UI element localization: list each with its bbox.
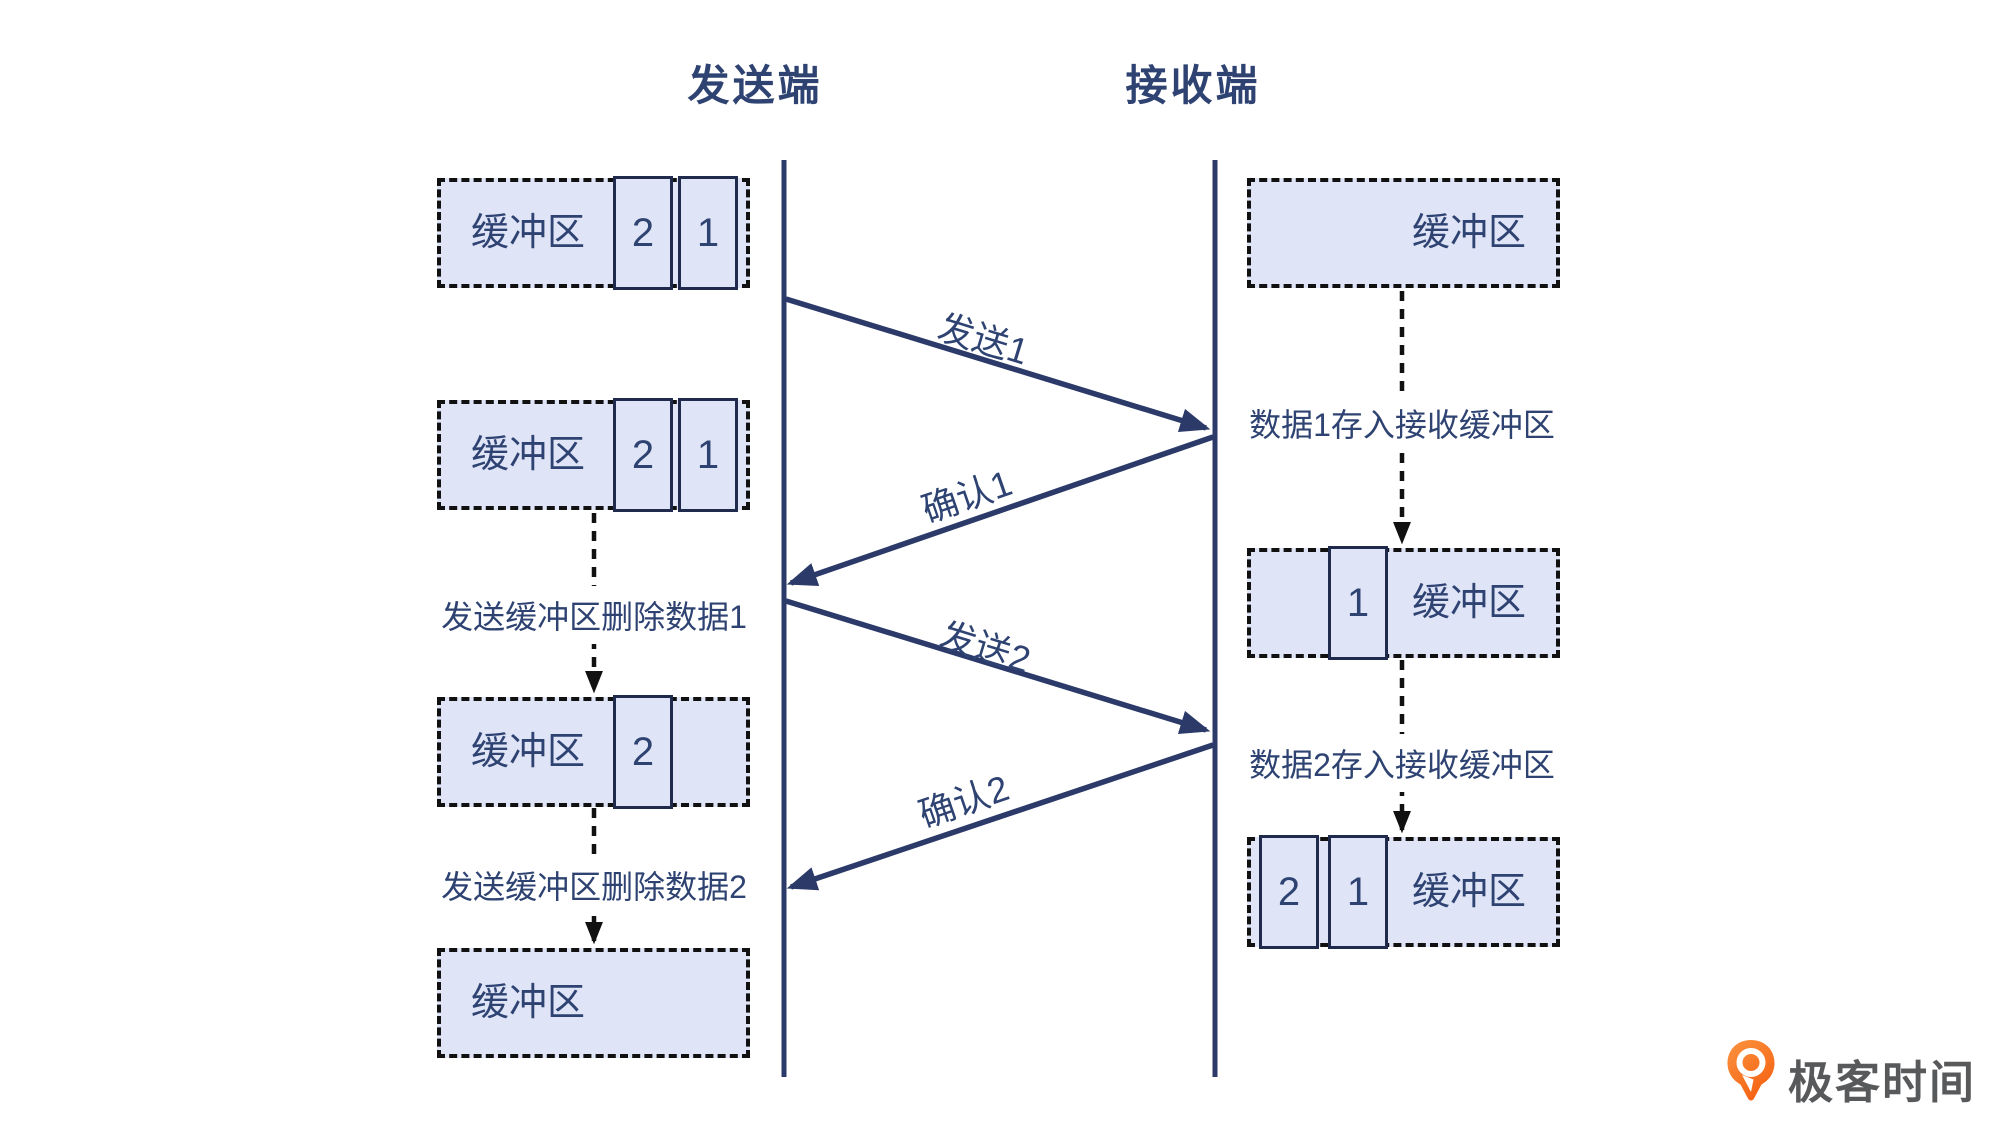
buffer-slot: 1 — [1328, 835, 1388, 949]
slot-value: 1 — [1346, 870, 1370, 914]
arrow-ack1 — [786, 434, 1214, 587]
buffer-slot: 2 — [1259, 835, 1319, 949]
receiver-title: 接收端 — [1125, 62, 1261, 109]
buffer-label: 缓冲区 — [1411, 582, 1526, 624]
arrow-ack2 — [786, 742, 1214, 891]
buffer-slot: 2 — [613, 398, 673, 512]
buffer-slot: 1 — [678, 398, 738, 512]
buffer-label: 缓冲区 — [471, 731, 586, 773]
receiver-buffer-1: 缓冲区 — [1247, 178, 1560, 288]
buffer-label: 缓冲区 — [471, 434, 586, 476]
buffer-slot: 2 — [613, 695, 673, 809]
slot-value: 2 — [1277, 870, 1301, 914]
geektime-logo-icon — [1727, 1040, 1775, 1101]
receiver-buffer-2: 缓冲区 1 — [1247, 546, 1560, 660]
buffer-slot: 1 — [678, 176, 738, 290]
sender-note-delete1: 发送缓冲区删除数据1 — [422, 586, 766, 644]
sender-title: 发送端 — [687, 62, 823, 109]
sender-buffer-4: 缓冲区 — [437, 948, 750, 1058]
sender-buffer-3: 缓冲区 2 — [437, 695, 750, 809]
buffer-label: 缓冲区 — [471, 982, 586, 1024]
slot-value: 2 — [631, 211, 655, 255]
slot-value: 2 — [631, 730, 655, 774]
buffer-slot: 2 — [613, 176, 673, 290]
slot-value: 1 — [696, 211, 720, 255]
sender-buffer-1: 缓冲区 2 1 — [437, 176, 750, 290]
slot-value: 1 — [1346, 581, 1370, 625]
geektime-logo: 极客时间 — [1724, 1038, 1984, 1110]
receiver-note-store1: 数据1存入接收缓冲区 — [1230, 394, 1574, 452]
sender-buffer-2: 缓冲区 2 1 — [437, 398, 750, 512]
buffer-label: 缓冲区 — [1411, 871, 1526, 913]
receiver-buffer-3: 缓冲区 2 1 — [1247, 835, 1560, 949]
slot-value: 2 — [631, 433, 655, 477]
sender-note-delete2: 发送缓冲区删除数据2 — [422, 856, 766, 914]
receiver-note-store2: 数据2存入接收缓冲区 — [1230, 734, 1574, 792]
buffer-label: 缓冲区 — [471, 212, 586, 254]
arrow-send1 — [785, 296, 1211, 433]
geektime-logo-text: 极客时间 — [1788, 1057, 1977, 1108]
buffer-slot: 1 — [1328, 546, 1388, 660]
arrow-send2 — [785, 598, 1211, 735]
buffer-label: 缓冲区 — [1411, 212, 1526, 254]
slot-value: 1 — [696, 433, 720, 477]
